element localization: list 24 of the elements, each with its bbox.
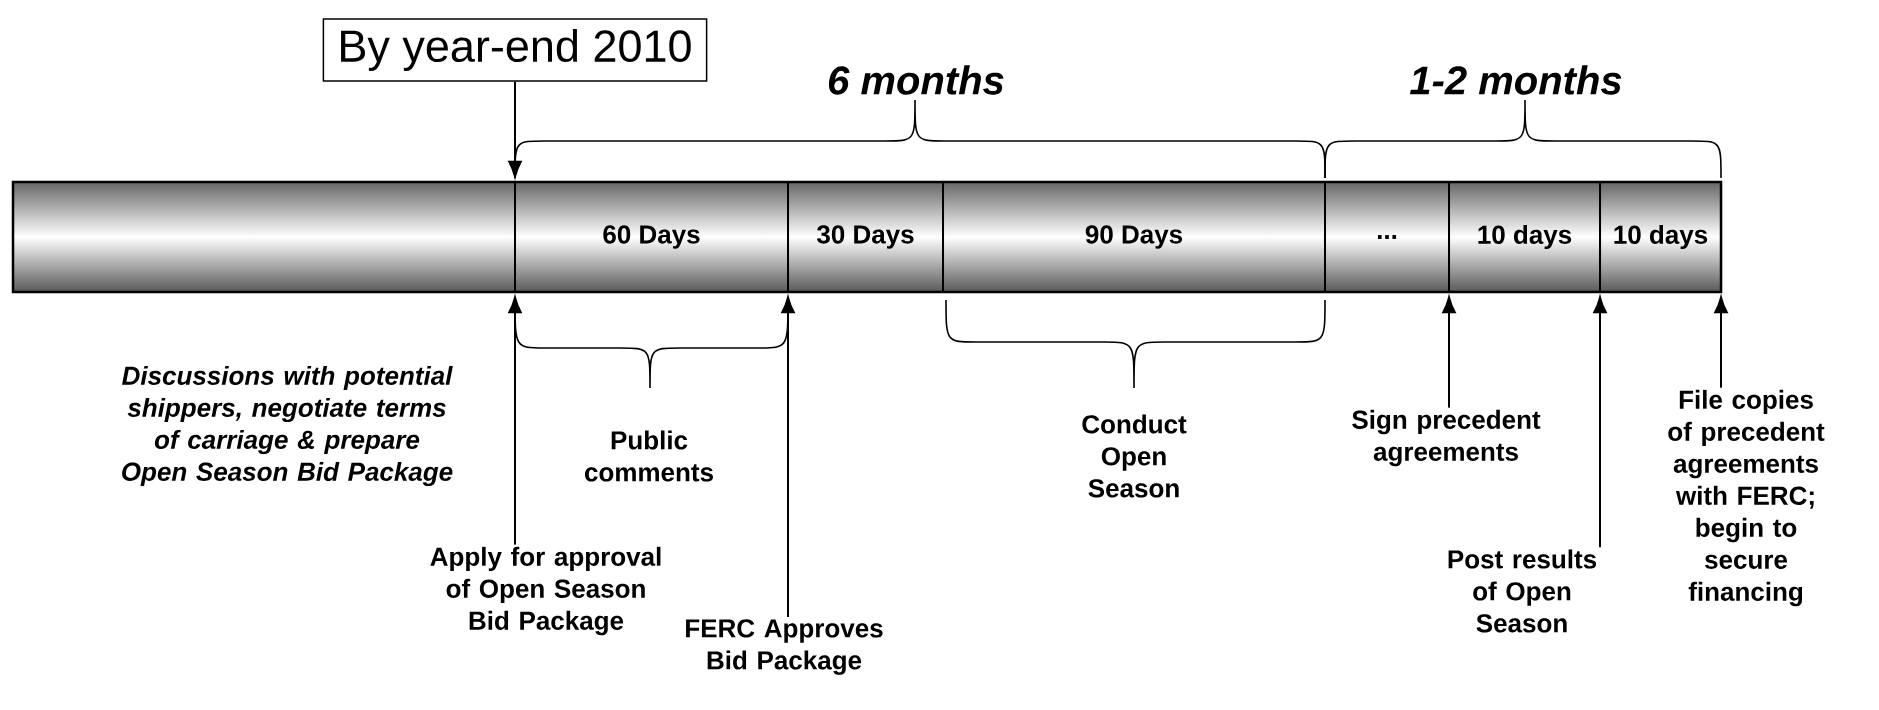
arrow <box>781 296 795 618</box>
milestone-text: FERC Approves Bid Package <box>686 619 883 675</box>
arrow <box>508 80 522 178</box>
phase-label: Conduct Open Season <box>1082 414 1187 498</box>
timeline-segment: 30 Days <box>787 181 944 293</box>
arrow <box>1593 296 1607 549</box>
milestone-text: Sign precedent agreements <box>1352 409 1541 467</box>
arrow <box>1442 296 1456 409</box>
milestone-text: Apply for approval of Open Season Bid Package <box>430 546 661 636</box>
milestone-text: Post results of Open Season <box>1448 549 1597 633</box>
timeline-segment: 10 days <box>1448 181 1601 293</box>
arrow <box>1714 296 1728 389</box>
note-text: Discussions with potential shippers, negotiate terms of carriage & prepare Open Season Bid Package <box>122 365 453 487</box>
timeline-bar <box>11 180 1723 294</box>
arrow <box>508 296 522 546</box>
date-box: By year-end 2010 <box>322 18 708 82</box>
timeline-segment: 90 Days <box>942 181 1326 293</box>
milestone-text: File copies of precedent agreements with FERC; begin to secure financing <box>1668 389 1825 607</box>
phase-label: Public comments <box>585 430 713 482</box>
duration-label: 1-2 months <box>1410 65 1622 95</box>
timeline-segment: 10 days <box>1599 181 1722 293</box>
timeline-segment: 60 Days <box>514 181 789 293</box>
duration-label: 6 months <box>828 65 1004 95</box>
timeline-segment: ... <box>1324 181 1450 293</box>
